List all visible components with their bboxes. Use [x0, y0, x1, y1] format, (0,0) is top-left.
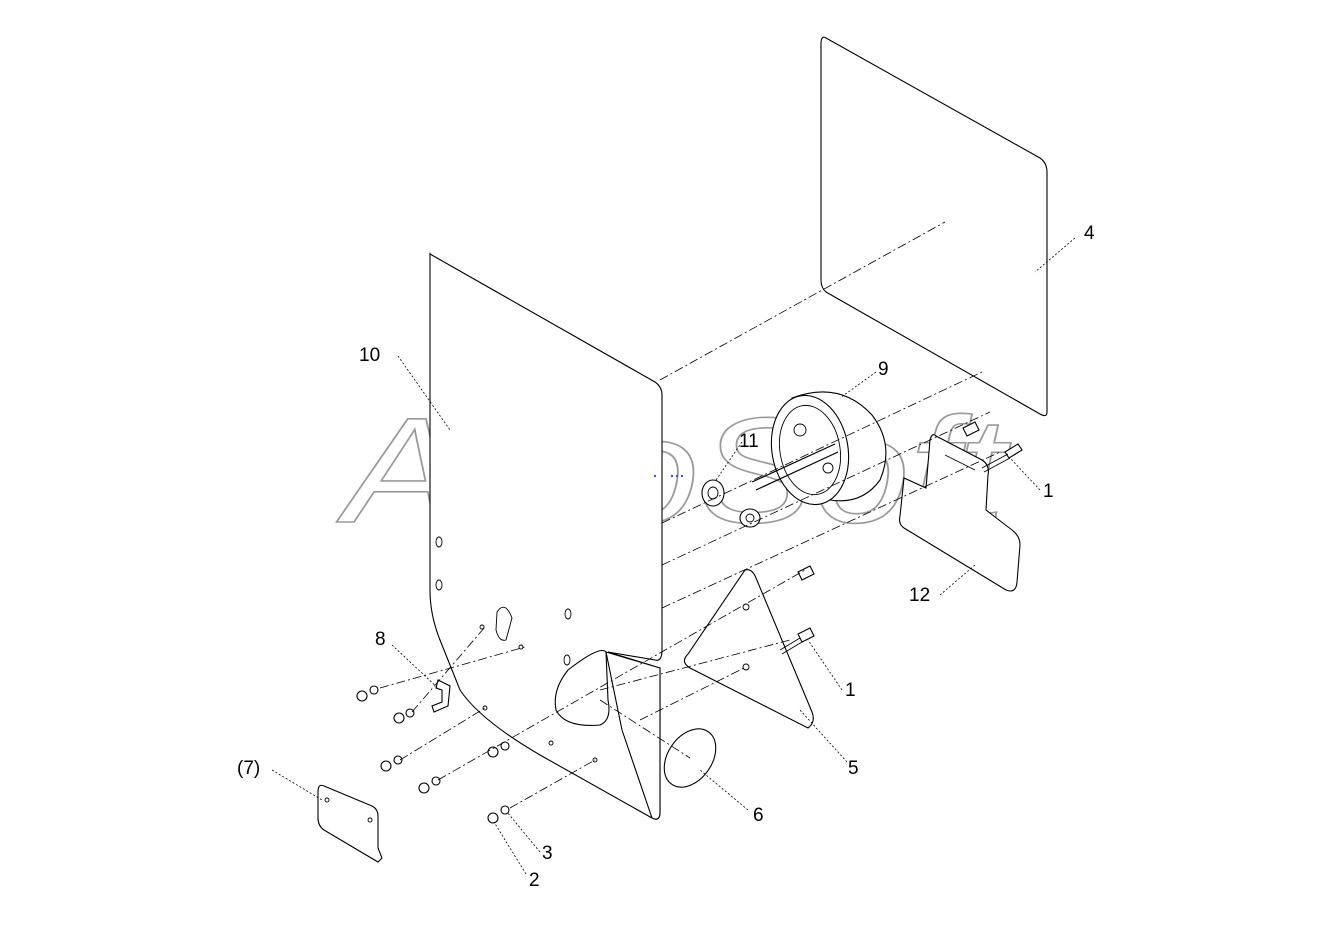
callout-1-lower: 1 — [845, 680, 856, 701]
callout-8: 8 — [375, 629, 386, 650]
part-5-triangle-plate — [683, 569, 814, 729]
panel-hole — [563, 654, 571, 666]
callout-6: 6 — [753, 805, 764, 826]
part-1-bolt — [981, 443, 1023, 473]
callout-10: 10 — [359, 345, 380, 366]
nuts-and-washers — [356, 685, 510, 824]
callout-5: 5 — [848, 758, 859, 779]
panel-hole — [518, 644, 524, 650]
bracket-slot — [944, 454, 976, 471]
callout-4: 4 — [1084, 223, 1095, 244]
plate-hole — [742, 663, 750, 671]
panel-hole — [592, 757, 598, 763]
panel-hole — [435, 536, 443, 548]
panel-hole — [482, 705, 488, 711]
callout-3: 3 — [542, 843, 553, 864]
leader-lines — [271, 237, 1076, 875]
center-marker — [653, 474, 684, 478]
panel-hole — [548, 740, 554, 746]
panel-hole — [435, 579, 443, 591]
bolt-mid — [797, 565, 815, 581]
small-bracket-hole — [324, 797, 330, 803]
panel-hole — [564, 608, 572, 620]
assembly-lines — [379, 221, 1001, 809]
part-7-small-bracket — [317, 784, 383, 863]
callout-7: (7) — [237, 758, 260, 779]
small-bracket-hole — [367, 817, 373, 823]
lower-disc-plate — [554, 649, 610, 726]
panel-cutout — [495, 606, 513, 641]
callout-12: 12 — [909, 585, 930, 606]
plate-hole — [742, 603, 750, 611]
callout-2: 2 — [529, 870, 540, 891]
callout-9: 9 — [878, 359, 889, 380]
lower-gusset-bracket — [605, 651, 661, 820]
part-8-clip — [431, 679, 451, 713]
bolt-upper-right — [962, 421, 980, 437]
part-1-bolt — [779, 627, 815, 655]
callout-1-upper: 1 — [1043, 481, 1054, 502]
part-9-gauge — [751, 391, 887, 506]
panel-hole — [479, 624, 485, 630]
callout-11: 11 — [739, 431, 759, 452]
part-4-rear-panel — [820, 36, 1048, 417]
